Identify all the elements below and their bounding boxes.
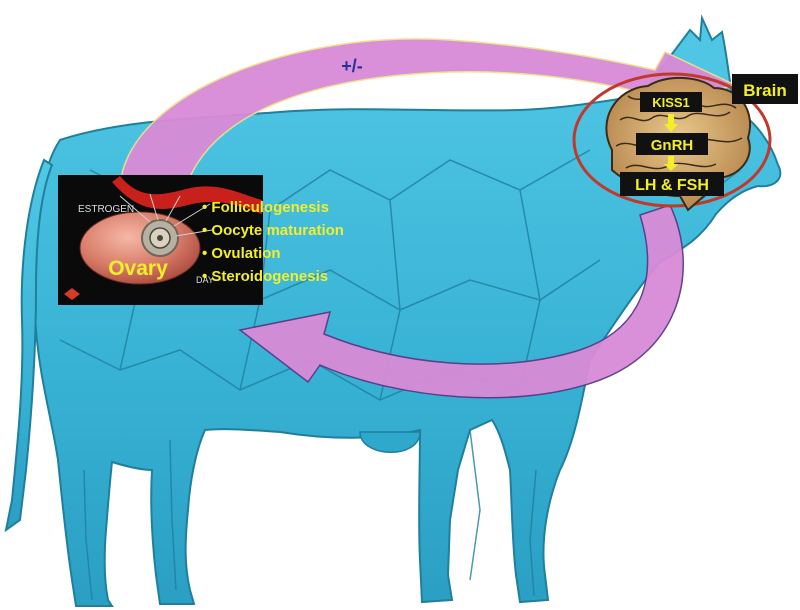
feedback-label: +/- <box>341 56 363 76</box>
function-item: • Steroidogenesis <box>202 268 328 285</box>
function-item: • Ovulation <box>202 245 281 262</box>
estrogen-label: ESTROGEN <box>78 204 134 215</box>
function-steroidogenesis: Steroidogenesis <box>211 268 328 285</box>
kiss1-label: KISS1 <box>652 95 690 110</box>
function-ovulation: Ovulation <box>211 245 280 262</box>
function-folliculogenesis: Folliculogenesis <box>211 199 329 216</box>
ovary-panel: ESTROGEN DAY Ovary <box>58 175 263 305</box>
ovary-label: Ovary <box>108 257 168 280</box>
gnrh-label: GnRH <box>651 137 694 154</box>
cow-udder <box>360 432 420 452</box>
lh-fsh-label: LH & FSH <box>635 177 709 194</box>
function-oocyte-maturation: Oocyte maturation <box>211 222 344 239</box>
oocyte-nucleus <box>157 235 163 241</box>
function-item: • Folliculogenesis <box>202 199 329 216</box>
brain-title: Brain <box>743 81 786 100</box>
function-item: • Oocyte maturation <box>202 222 344 239</box>
